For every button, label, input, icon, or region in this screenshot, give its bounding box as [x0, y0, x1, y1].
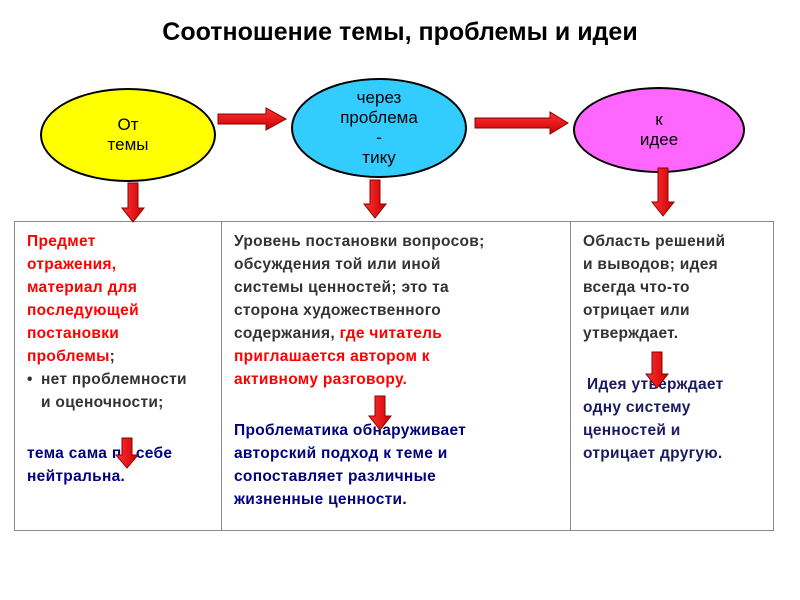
problem-definition-word: содержания, — [234, 325, 335, 342]
theme-definition-line: материал для — [27, 279, 138, 296]
theme-definition-punct: ; — [109, 348, 116, 365]
theme-definition-line: последующей — [27, 302, 139, 319]
theme-definition-line: постановки — [27, 325, 120, 342]
theme-bullet-line: нет проблемности — [41, 371, 187, 388]
idea-affirm-line: отрицает другую. — [583, 445, 723, 462]
problematics-note: Проблематика обнаруживает авторский подх… — [234, 419, 562, 511]
problem-definition-line: системы ценностей; это та — [234, 279, 449, 296]
problem-reader-line: приглашается автором к — [234, 348, 430, 365]
theme-column: Предмет отражения, материал для последую… — [15, 222, 222, 530]
arrow-down-icon — [114, 437, 140, 469]
idea-definition-line: Область решений — [583, 233, 726, 250]
theme-bullet: • нет проблемности и оценочности; — [27, 368, 213, 414]
idea-definition-line: и выводов; идея — [583, 256, 719, 273]
problem-oval-line: проблема — [340, 108, 418, 127]
problematics-line: жизненные ценности. — [234, 491, 407, 508]
arrow-down-icon — [650, 167, 676, 217]
diagram-title: Соотношение темы, проблемы и идеи — [162, 18, 638, 46]
theme-definition-word: проблемы — [27, 348, 110, 365]
theme-oval: От темы — [40, 88, 216, 182]
problem-reader-line: активному разговору. — [234, 371, 408, 388]
idea-definition-line: утверждает. — [583, 325, 679, 342]
theme-bullet-line: и оценочности; — [41, 394, 164, 411]
idea-affirm-line: ценностей и — [583, 422, 681, 439]
idea-definition-line: всегда что-то — [583, 279, 690, 296]
arrow-right-icon — [217, 107, 288, 131]
idea-oval-line: идее — [639, 130, 679, 149]
theme-definition-line: отражения, — [27, 256, 117, 273]
problem-oval: через проблема - тику — [291, 78, 467, 178]
theme-neutral-line: нейтральна. — [27, 468, 126, 485]
theme-definition-line: Предмет — [27, 233, 96, 250]
arrow-down-icon — [120, 182, 146, 223]
problematics-line: сопоставляет различные — [234, 468, 437, 485]
problem-definition-line: обсуждения той или иной — [234, 256, 441, 273]
problem-oval-line: - — [376, 128, 382, 147]
arrow-down-icon — [644, 351, 670, 389]
arrow-down-icon — [362, 179, 388, 219]
idea-affirm-line: одну систему — [583, 399, 691, 416]
problem-reader-text: где читатель — [339, 325, 443, 342]
problematics-line: авторский подход к теме и — [234, 445, 448, 462]
problem-oval-line: через — [356, 88, 402, 107]
problem-oval-line: тику — [362, 148, 396, 167]
idea-definition: Область решений и выводов; идея всегда ч… — [583, 230, 767, 345]
idea-definition-line: отрицает или — [583, 302, 690, 319]
problem-definition-line: содержания, где читатель — [234, 322, 562, 345]
bullet-icon: • — [27, 371, 33, 388]
theme-definition-line: проблемы; — [27, 345, 213, 368]
problem-definition-line: сторона художественного — [234, 302, 442, 319]
arrow-right-icon — [474, 111, 569, 135]
theme-oval-line: темы — [107, 135, 149, 154]
problem-column: Уровень постановки вопросов; обсуждения … — [222, 222, 571, 530]
problem-definition-line: Уровень постановки вопросов; — [234, 233, 485, 250]
arrow-down-icon — [367, 395, 393, 431]
idea-oval-line: к — [655, 110, 663, 129]
theme-definition: Предмет отражения, материал для последую… — [27, 230, 213, 368]
problematics-line: Проблематика обнаруживает — [234, 422, 467, 439]
theme-oval-line: От — [117, 115, 139, 134]
problem-definition: Уровень постановки вопросов; обсуждения … — [234, 230, 562, 391]
